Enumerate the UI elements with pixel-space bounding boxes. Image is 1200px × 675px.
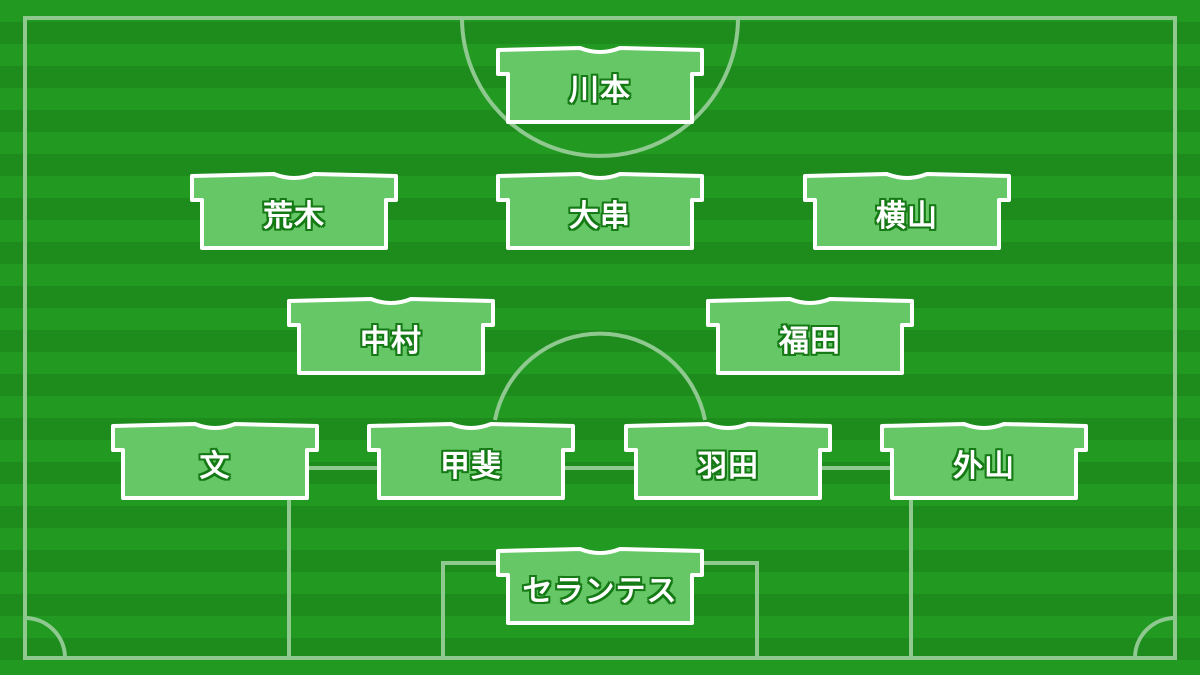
player-card: 横山 bbox=[801, 168, 1013, 252]
shirt-shape bbox=[803, 172, 1011, 250]
pitch-boundary bbox=[23, 16, 1177, 660]
player-name: セランテス bbox=[522, 574, 678, 609]
player-card: 大串 bbox=[494, 168, 706, 252]
shirt-shape bbox=[496, 172, 704, 250]
player-name: 文 bbox=[199, 449, 231, 484]
shirt-shape bbox=[496, 547, 704, 625]
player-name: 中村 bbox=[360, 324, 422, 359]
penalty-arc bbox=[493, 331, 707, 421]
player-name: 川本 bbox=[569, 73, 631, 108]
player-card: 羽田 bbox=[622, 418, 834, 502]
corner-arc-right bbox=[1133, 616, 1176, 659]
center-circle-arc bbox=[460, 17, 740, 158]
player-name: 福田 bbox=[779, 324, 841, 359]
player-name: 羽田 bbox=[697, 449, 759, 484]
player-name: 大串 bbox=[569, 199, 631, 234]
shirt-shape bbox=[111, 422, 319, 500]
player-name: 外山 bbox=[953, 449, 1015, 484]
player-card: 中村 bbox=[285, 293, 497, 377]
shirt-shape bbox=[287, 297, 495, 375]
player-card: セランテス bbox=[494, 543, 706, 627]
player-card: 荒木 bbox=[188, 168, 400, 252]
player-name: 甲斐 bbox=[440, 449, 502, 484]
penalty-area bbox=[287, 466, 913, 658]
player-card: 川本 bbox=[494, 42, 706, 126]
player-card: 文 bbox=[109, 418, 321, 502]
player-card: 福田 bbox=[704, 293, 916, 377]
shirt-shape bbox=[880, 422, 1088, 500]
shirt-shape bbox=[624, 422, 832, 500]
player-card: 甲斐 bbox=[365, 418, 577, 502]
player-name: 横山 bbox=[876, 199, 938, 234]
corner-arc-left bbox=[24, 616, 67, 659]
shirt-shape bbox=[367, 422, 575, 500]
shirt-shape bbox=[190, 172, 398, 250]
shirt-shape bbox=[706, 297, 914, 375]
shirt-shape bbox=[496, 46, 704, 124]
player-name: 荒木 bbox=[263, 199, 325, 234]
player-card: 外山 bbox=[878, 418, 1090, 502]
